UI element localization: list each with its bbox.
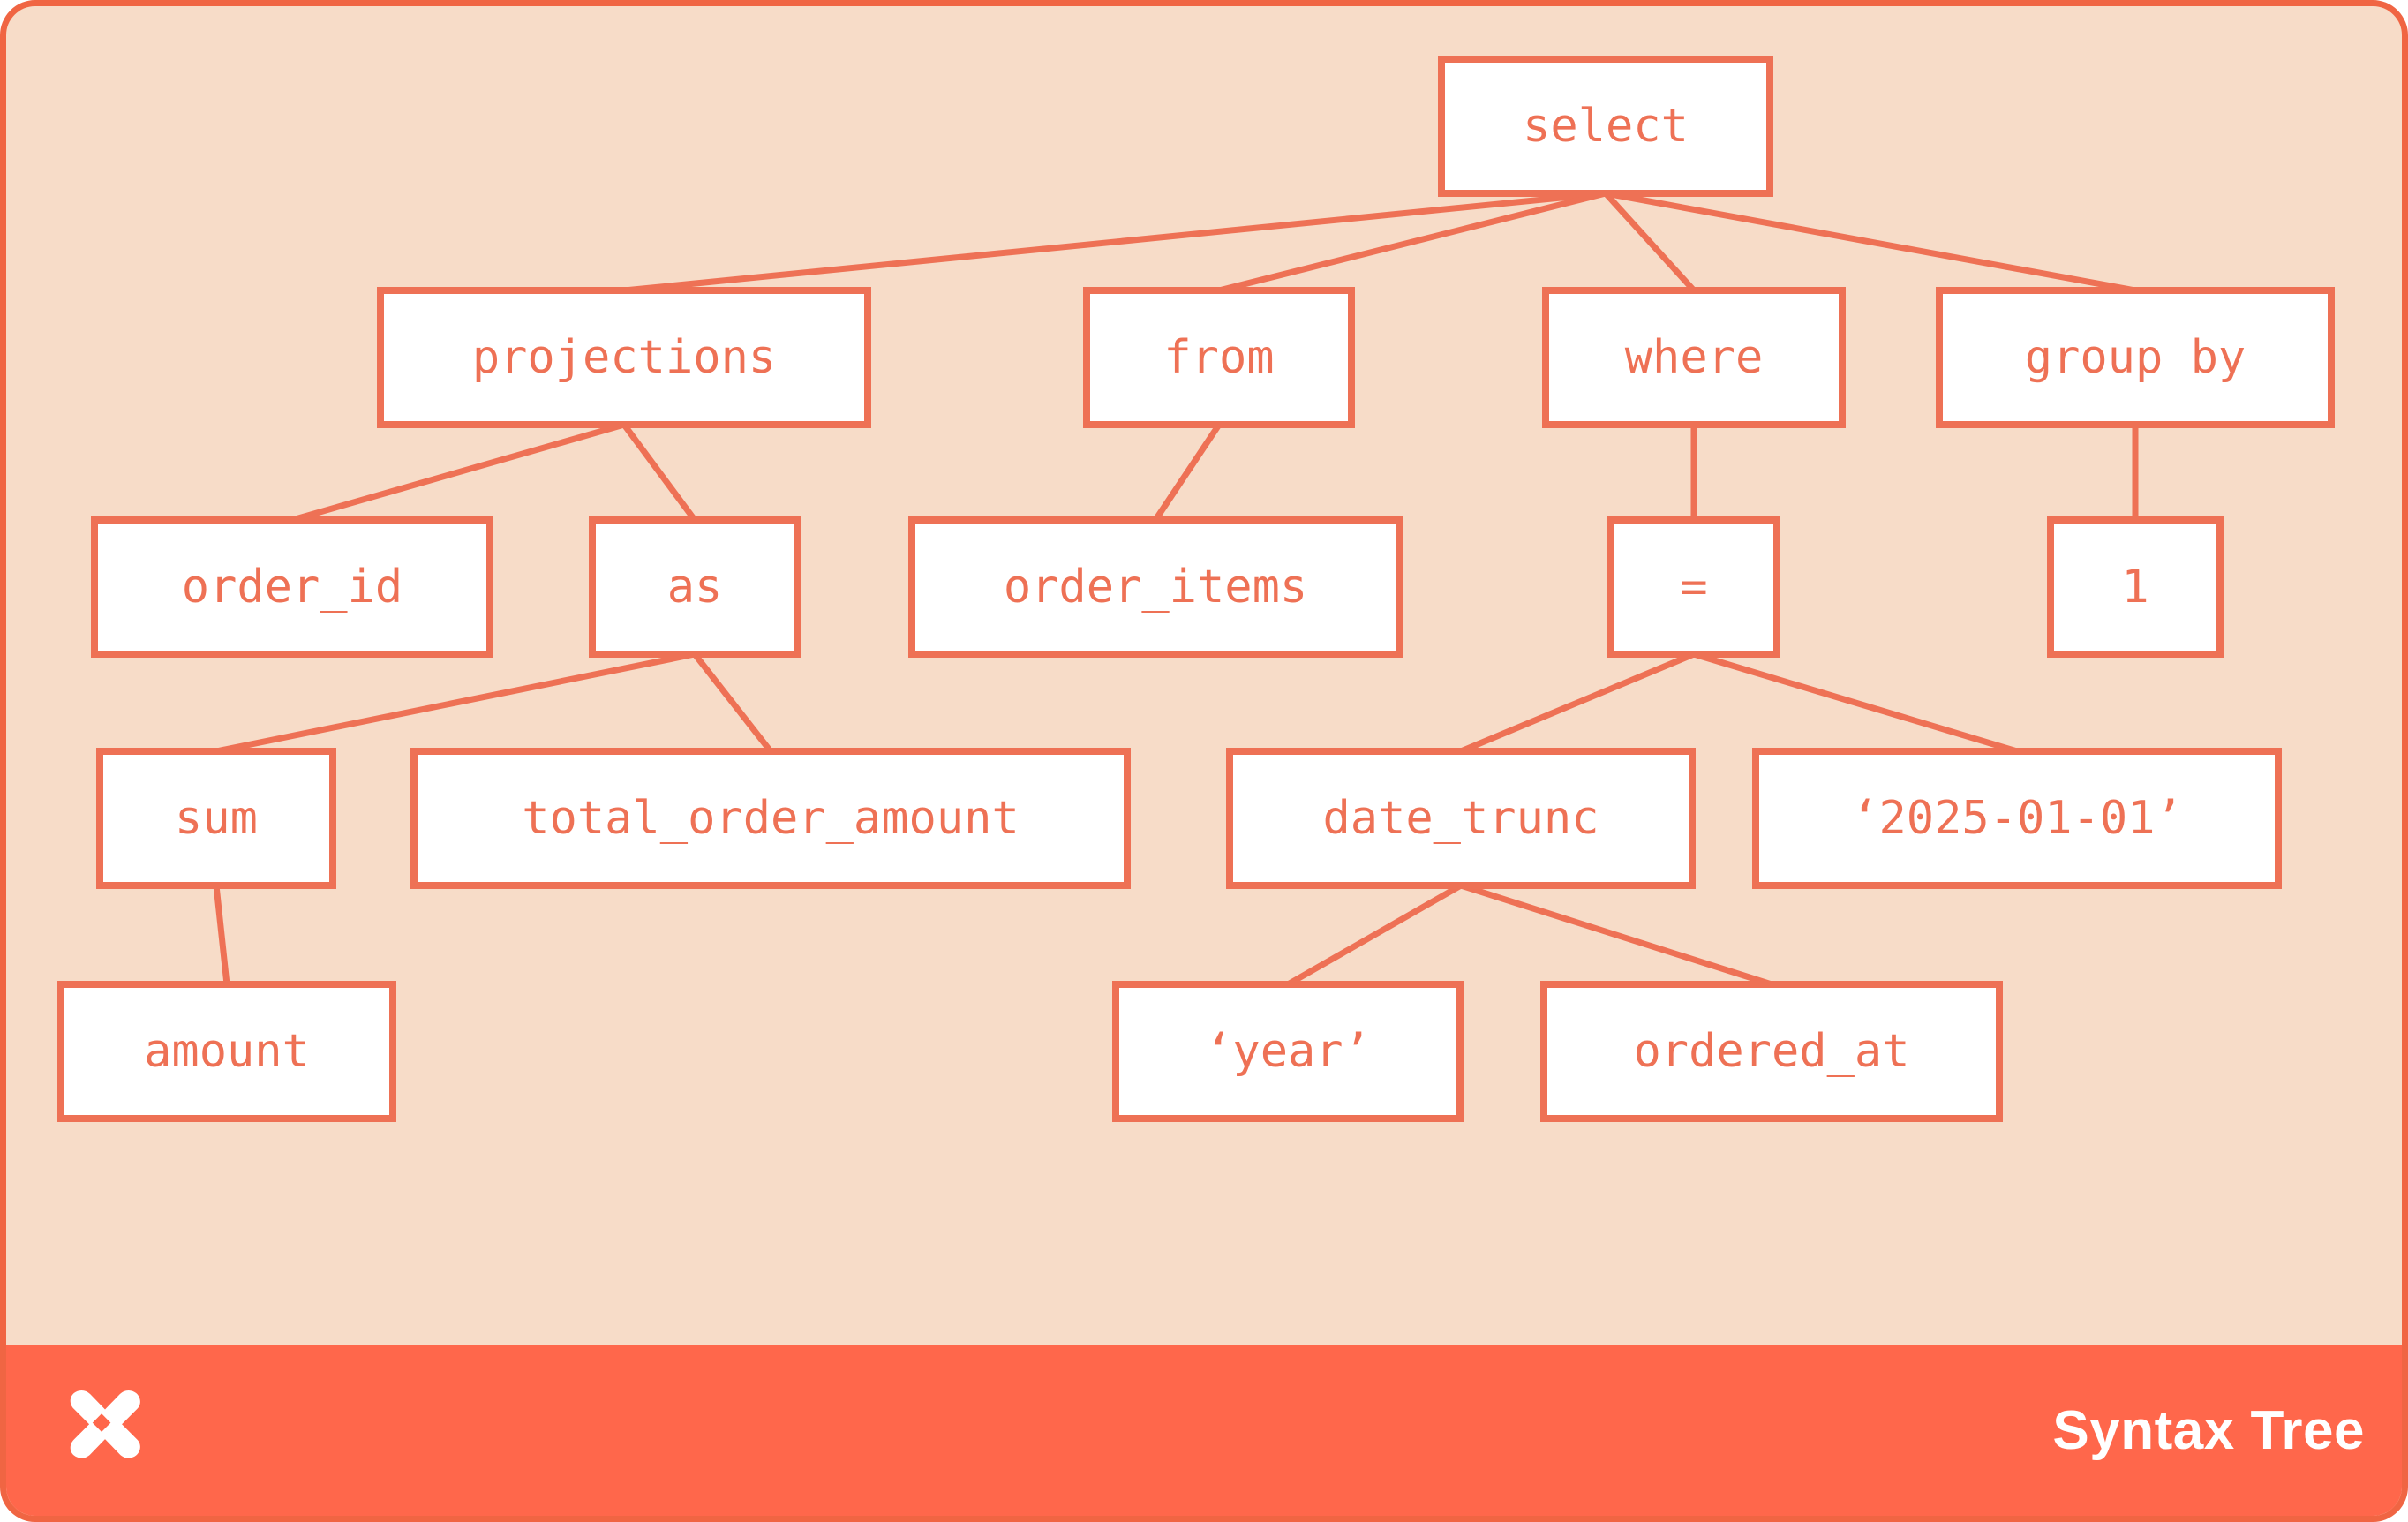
node-box	[410, 748, 1131, 889]
node-layer: select projections from where group by order_…	[57, 56, 2335, 1122]
tree-edge	[215, 651, 696, 755]
node-label: date_trunc	[1322, 792, 1599, 845]
tree-node-date_trunc[interactable]: date_trunc	[1226, 748, 1696, 889]
tree-node-from[interactable]: from	[1083, 287, 1355, 428]
tree-node-order_items[interactable]: order_items	[908, 516, 1403, 658]
star-burst-logo-icon	[70, 1390, 140, 1458]
node-label: 1	[2121, 561, 2148, 614]
node-box	[589, 516, 801, 658]
tree-edge	[621, 422, 697, 523]
tree-node-amount[interactable]: amount	[57, 981, 396, 1122]
footer-bar: Syntax Tree	[6, 1345, 2402, 1516]
tree-edge	[1692, 651, 2019, 755]
node-label: =	[1680, 561, 1707, 614]
tree-edge	[1459, 651, 1696, 755]
syntax-tree-diagram: select projections from where group by order_…	[6, 6, 2402, 1357]
node-box	[2047, 516, 2224, 658]
node-box	[1540, 981, 2003, 1122]
node-label: from	[1163, 331, 1274, 384]
node-box	[1083, 287, 1355, 428]
node-label: select	[1523, 100, 1689, 153]
edge-layer	[213, 190, 2139, 988]
tree-node-select[interactable]: select	[1438, 56, 1773, 197]
tree-node-groupby[interactable]: group by	[1936, 287, 2335, 428]
node-box	[57, 981, 396, 1122]
node-box	[1542, 287, 1846, 428]
node-box	[1112, 981, 1464, 1122]
tree-node-date_literal[interactable]: ‘2025-01-01’	[1752, 748, 2282, 889]
tree-edge	[213, 885, 230, 985]
node-box	[1438, 56, 1773, 197]
tree-node-eq[interactable]: =	[1607, 516, 1780, 658]
node-label: group by	[2025, 331, 2246, 384]
node-label: ‘2025-01-01’	[1851, 792, 2183, 845]
node-box	[377, 287, 871, 428]
node-label: as	[667, 561, 723, 614]
node-box	[1752, 748, 2282, 889]
node-box	[96, 748, 336, 889]
node-label: total_order_amount	[522, 792, 1020, 845]
tree-node-total_order_amount[interactable]: total_order_amount	[410, 748, 1131, 889]
tree-edge	[1153, 423, 1222, 522]
node-box	[908, 516, 1403, 658]
tree-node-where[interactable]: where	[1542, 287, 1846, 428]
tree-node-sum[interactable]: sum	[96, 748, 336, 889]
node-box	[1607, 516, 1780, 658]
tree-node-as[interactable]: as	[589, 516, 801, 658]
tree-edge	[1605, 190, 2136, 294]
node-box	[1936, 287, 2335, 428]
tree-edge	[1459, 882, 1773, 988]
node-label: ‘year’	[1205, 1025, 1371, 1078]
node-box	[91, 516, 493, 658]
footer-title: Syntax Tree	[2052, 1399, 2365, 1461]
tree-node-year_literal[interactable]: ‘year’	[1112, 981, 1464, 1122]
tree-edge	[291, 421, 625, 524]
node-label: order_items	[1004, 561, 1307, 614]
tree-node-projections[interactable]: projections	[377, 287, 871, 428]
tree-edge	[1286, 882, 1463, 988]
tree-edge	[623, 190, 1607, 294]
node-label: projections	[472, 331, 776, 384]
node-label: order_id	[182, 561, 403, 614]
tree-node-order_id[interactable]: order_id	[91, 516, 493, 658]
node-label: ordered_at	[1633, 1025, 1909, 1078]
node-label: amount	[144, 1025, 310, 1078]
tree-node-one[interactable]: 1	[2047, 516, 2224, 658]
tree-edge	[692, 652, 773, 754]
tree-edge	[1218, 190, 1607, 294]
tree-node-ordered_at[interactable]: ordered_at	[1540, 981, 2003, 1122]
node-label: where	[1625, 331, 1764, 384]
tree-canvas: select projections from where group by order_…	[57, 56, 2335, 1122]
node-label: sum	[175, 792, 258, 845]
tree-edge	[1603, 191, 1697, 293]
node-box	[1226, 748, 1696, 889]
